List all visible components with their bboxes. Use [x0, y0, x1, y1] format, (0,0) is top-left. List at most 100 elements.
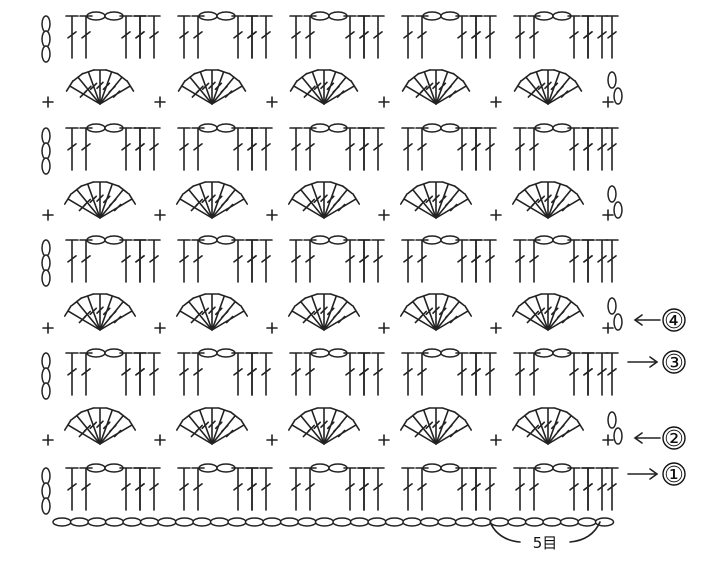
double-crochet-stitch	[79, 467, 93, 511]
chain-stitch	[262, 517, 282, 527]
chain-stitch	[507, 517, 527, 527]
double-crochet-stitch	[567, 15, 581, 59]
double-crochet-stitch	[483, 239, 497, 283]
shell-stitch-post	[547, 72, 576, 105]
double-crochet-stitch	[527, 352, 541, 396]
shell-stitch-post	[429, 407, 443, 445]
chain-stitch	[41, 254, 51, 272]
shell-stitch-post	[520, 72, 549, 105]
double-crochet-stitch	[177, 239, 191, 283]
shell-stitch-post	[93, 407, 107, 445]
shell-stitch-post	[547, 293, 567, 331]
chain-stitch	[332, 517, 352, 527]
double-crochet-stitch	[401, 239, 415, 283]
double-crochet-stitch	[133, 127, 147, 171]
double-crochet-stitch	[483, 352, 497, 396]
shell-stitch-post	[317, 69, 331, 105]
single-crochet-stitch	[154, 96, 166, 108]
shell-stitch-post	[72, 72, 101, 105]
double-crochet-stitch	[65, 467, 79, 511]
double-crochet-stitch	[259, 467, 273, 511]
double-crochet-stitch	[133, 15, 147, 59]
shell-stitch-post	[547, 411, 577, 445]
double-crochet-stitch	[245, 127, 259, 171]
shell-stitch-post	[305, 407, 325, 445]
double-crochet-stitch	[357, 467, 371, 511]
single-crochet-stitch	[154, 434, 166, 446]
shell-stitch-post	[547, 305, 585, 331]
shell-stitch-post	[193, 181, 213, 219]
double-crochet-stitch	[595, 15, 609, 59]
shell-stitch-post	[407, 411, 437, 445]
shell-stitch-post	[323, 419, 361, 445]
shell-stitch-post	[417, 69, 437, 105]
double-crochet-stitch	[303, 15, 317, 59]
chain-stitch	[41, 467, 51, 485]
shell-stitch-post	[529, 181, 549, 219]
double-crochet-stitch	[343, 239, 357, 283]
shell-stitch-post	[205, 181, 219, 219]
double-crochet-stitch	[483, 467, 497, 511]
stitch-symbols	[41, 11, 623, 527]
chain-stitch	[227, 517, 247, 527]
single-crochet-stitch	[266, 322, 278, 334]
double-crochet-stitch	[455, 127, 469, 171]
single-crochet-stitch	[154, 322, 166, 334]
shell-stitch-post	[211, 407, 231, 445]
shell-stitch-post	[417, 407, 437, 445]
chain-stitch	[122, 517, 142, 527]
shell-stitch-post	[305, 293, 325, 331]
double-crochet-stitch	[469, 127, 483, 171]
double-crochet-stitch	[133, 467, 147, 511]
chain-stitch	[41, 497, 51, 515]
double-crochet-stitch	[191, 15, 205, 59]
double-crochet-stitch	[289, 467, 303, 511]
row-marker-3-label: ③	[664, 351, 684, 376]
chain-stitch	[41, 382, 51, 400]
chain-stitch	[472, 517, 492, 527]
shell-stitch-post	[547, 185, 577, 219]
single-crochet-stitch	[266, 434, 278, 446]
shell-stitch-post	[407, 297, 437, 331]
double-crochet-stitch	[343, 127, 357, 171]
double-crochet-stitch	[259, 352, 273, 396]
shell-stitch-post	[435, 305, 473, 331]
shell-stitch-post	[81, 407, 101, 445]
shell-stitch-post	[435, 80, 471, 105]
shell-stitch-post	[435, 193, 473, 219]
shell-stitch-post	[547, 69, 567, 105]
shell-stitch-post	[323, 407, 343, 445]
double-crochet-stitch	[469, 239, 483, 283]
shell-stitch-post	[417, 293, 437, 331]
chain-stitch	[41, 239, 51, 257]
double-crochet-stitch	[513, 239, 527, 283]
shell-stitch-post	[211, 305, 249, 331]
double-crochet-stitch	[245, 352, 259, 396]
shell-stitch-post	[211, 69, 231, 105]
shell-stitch-post	[323, 185, 353, 219]
chain-stitch	[139, 517, 160, 527]
single-crochet-stitch	[490, 322, 502, 334]
chain-stitch	[41, 142, 51, 160]
double-crochet-stitch	[455, 467, 469, 511]
double-crochet-stitch	[343, 467, 357, 511]
chain-stitch	[607, 71, 617, 89]
chain-stitch	[577, 517, 597, 527]
double-crochet-stitch	[119, 352, 133, 396]
double-crochet-stitch	[581, 15, 595, 59]
shell-stitch-post	[193, 293, 213, 331]
shell-stitch-post	[183, 297, 213, 331]
shell-stitch-post	[435, 411, 465, 445]
shell-stitch-post	[305, 69, 325, 105]
shell-stitch-post	[541, 181, 555, 219]
single-crochet-stitch	[42, 434, 54, 446]
shell-stitch-post	[323, 69, 343, 105]
double-crochet-stitch	[605, 127, 619, 171]
double-crochet-stitch	[191, 467, 205, 511]
single-crochet-stitch	[490, 96, 502, 108]
double-crochet-stitch	[119, 127, 133, 171]
shell-stitch-post	[211, 411, 241, 445]
single-crochet-stitch	[490, 209, 502, 221]
double-crochet-stitch	[289, 239, 303, 283]
double-crochet-stitch	[289, 15, 303, 59]
